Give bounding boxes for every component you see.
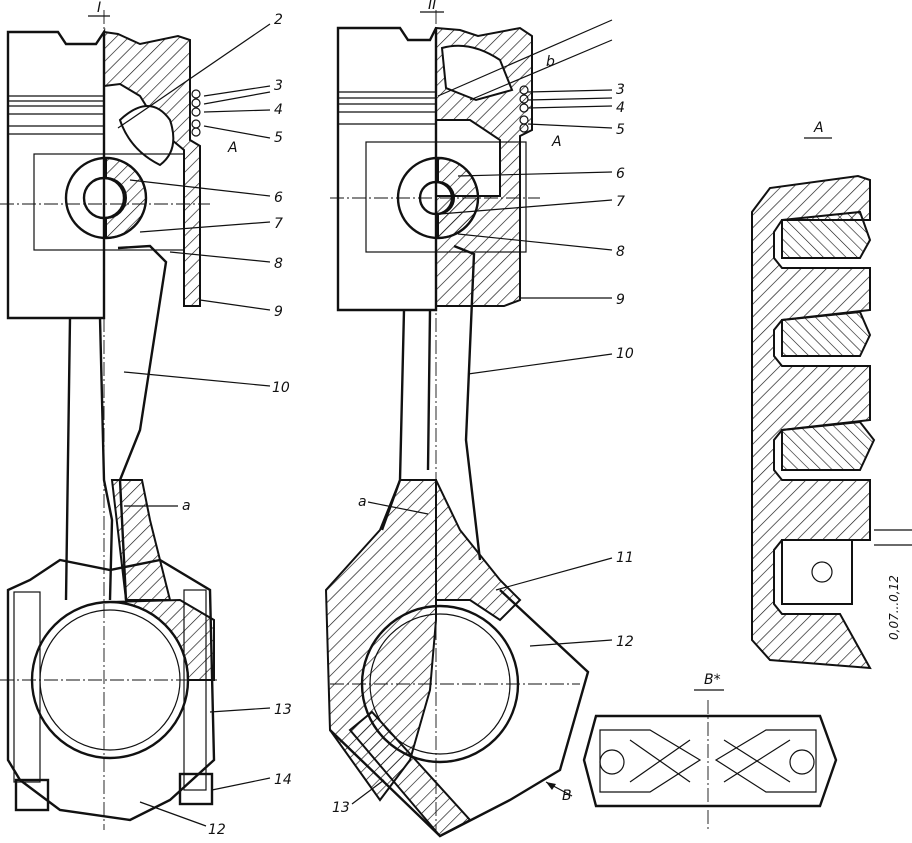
callout-11: 11	[616, 550, 634, 566]
detail-label-a: A	[813, 120, 824, 136]
callout-12: 12	[208, 822, 226, 838]
ring-section-circles-2	[519, 85, 529, 133]
pin-boss-window	[33, 153, 185, 251]
callout-7: 7	[274, 216, 283, 232]
nut-right	[178, 772, 214, 806]
callout-9: 9	[274, 304, 283, 320]
callout-3-2: 3	[616, 82, 625, 98]
view-label-ii: II	[428, 0, 436, 13]
callout-5: 5	[274, 130, 283, 146]
oil-ring-expander	[811, 561, 833, 583]
callout-10-2: 10	[616, 346, 634, 362]
callout-10: 10	[272, 380, 290, 396]
ring-2	[781, 310, 872, 357]
view-label-b: B*	[704, 672, 721, 688]
labels: I II A B* 2 3 4 5 A 6 7 8 9 10 a 13 14 1…	[88, 0, 901, 838]
piston-rings-2	[338, 91, 436, 125]
callout-14: 14	[274, 772, 292, 788]
piston-section-2	[435, 26, 533, 307]
callout-6-2: 6	[616, 166, 625, 182]
callout-a-oil: a	[182, 498, 191, 514]
piston-rings	[8, 95, 104, 135]
bolt-left	[13, 591, 41, 783]
callout-6: 6	[274, 190, 283, 206]
big-end-section	[109, 598, 215, 681]
callout-8: 8	[274, 256, 283, 272]
view-b-arrow-head	[546, 782, 556, 790]
view-b	[582, 700, 838, 830]
callout-b-2: b	[546, 54, 555, 70]
view-2-assembly	[324, 10, 590, 838]
rod-shank-right-2	[453, 244, 482, 561]
callout-a-oil-2: a	[358, 494, 367, 510]
piston-section	[103, 30, 201, 307]
callout-a-ring: A	[227, 140, 238, 156]
callout-13: 13	[274, 702, 292, 718]
bolt-head-right	[789, 749, 815, 775]
rod-web-section-2	[435, 479, 522, 622]
view-b-right-pad	[714, 729, 817, 793]
oil-ring	[781, 539, 853, 605]
ring-3	[781, 420, 876, 471]
detail-a	[751, 174, 912, 670]
ring-1	[781, 210, 872, 259]
callout-a-ring-2: A	[551, 134, 562, 150]
callout-9-2: 9	[616, 292, 625, 308]
view-label-i: I	[97, 0, 101, 16]
callout-4-2: 4	[616, 100, 625, 116]
cap-bolt-section	[348, 710, 472, 838]
callout-12-2: 12	[616, 634, 634, 650]
view-b-left-pad	[599, 729, 702, 793]
pin-boss-section	[105, 156, 148, 240]
callout-8-2: 8	[616, 244, 625, 260]
callout-4: 4	[274, 102, 283, 118]
rod-shank-left	[64, 317, 114, 601]
ring-land-section	[751, 174, 872, 670]
callout-2: 2	[274, 12, 283, 28]
callout-13-2: 13	[332, 800, 350, 816]
piston-left-half	[6, 28, 106, 320]
piston-left-half-2	[336, 26, 438, 312]
view-b-outline	[582, 714, 838, 808]
pin-boss-window-2	[365, 141, 527, 253]
nut-left	[14, 778, 50, 812]
ring-section-circles	[191, 89, 201, 137]
callout-b-view: B	[562, 788, 572, 804]
piston-boss-cavity	[118, 105, 175, 167]
clearance-dimension: 0,07...0,12	[887, 575, 901, 640]
leader-lines	[117, 19, 613, 827]
callout-5-2: 5	[616, 122, 625, 138]
callout-7-2: 7	[616, 194, 625, 210]
callout-3: 3	[274, 78, 283, 94]
bolt-head-left	[599, 749, 625, 775]
rod-web-section	[110, 479, 172, 601]
view-1-assembly	[0, 10, 220, 830]
big-end-cap	[329, 589, 590, 838]
bolt-right	[183, 589, 207, 791]
